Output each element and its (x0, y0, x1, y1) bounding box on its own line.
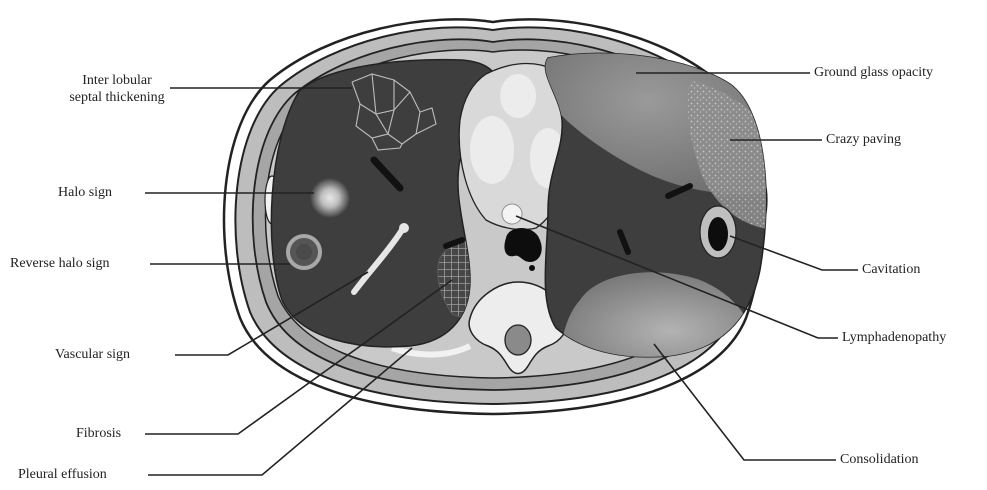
vertebral-body (505, 325, 531, 355)
halo-nodule (310, 178, 350, 218)
label-reverse-halo-sign: Reverse halo sign (10, 255, 110, 272)
lymph-node (502, 204, 522, 224)
label-ground-glass-opacity: Ground glass opacity (814, 64, 933, 81)
label-cavitation: Cavitation (862, 261, 920, 278)
label-halo-sign: Halo sign (58, 184, 112, 201)
aorta (500, 74, 536, 118)
label-interlobular-line2: septal thickening (52, 89, 182, 106)
label-interlobular: Inter lobular septal thickening (52, 72, 182, 106)
label-vascular-sign: Vascular sign (55, 346, 130, 363)
label-pleural-effusion: Pleural effusion (18, 466, 107, 483)
label-fibrosis: Fibrosis (76, 425, 121, 442)
label-crazy-paving: Crazy paving (826, 131, 901, 148)
heart-chamber-1 (470, 116, 514, 184)
label-consolidation: Consolidation (840, 451, 919, 468)
label-lymphadenopathy: Lymphadenopathy (842, 329, 946, 346)
label-interlobular-line1: Inter lobular (52, 72, 182, 89)
